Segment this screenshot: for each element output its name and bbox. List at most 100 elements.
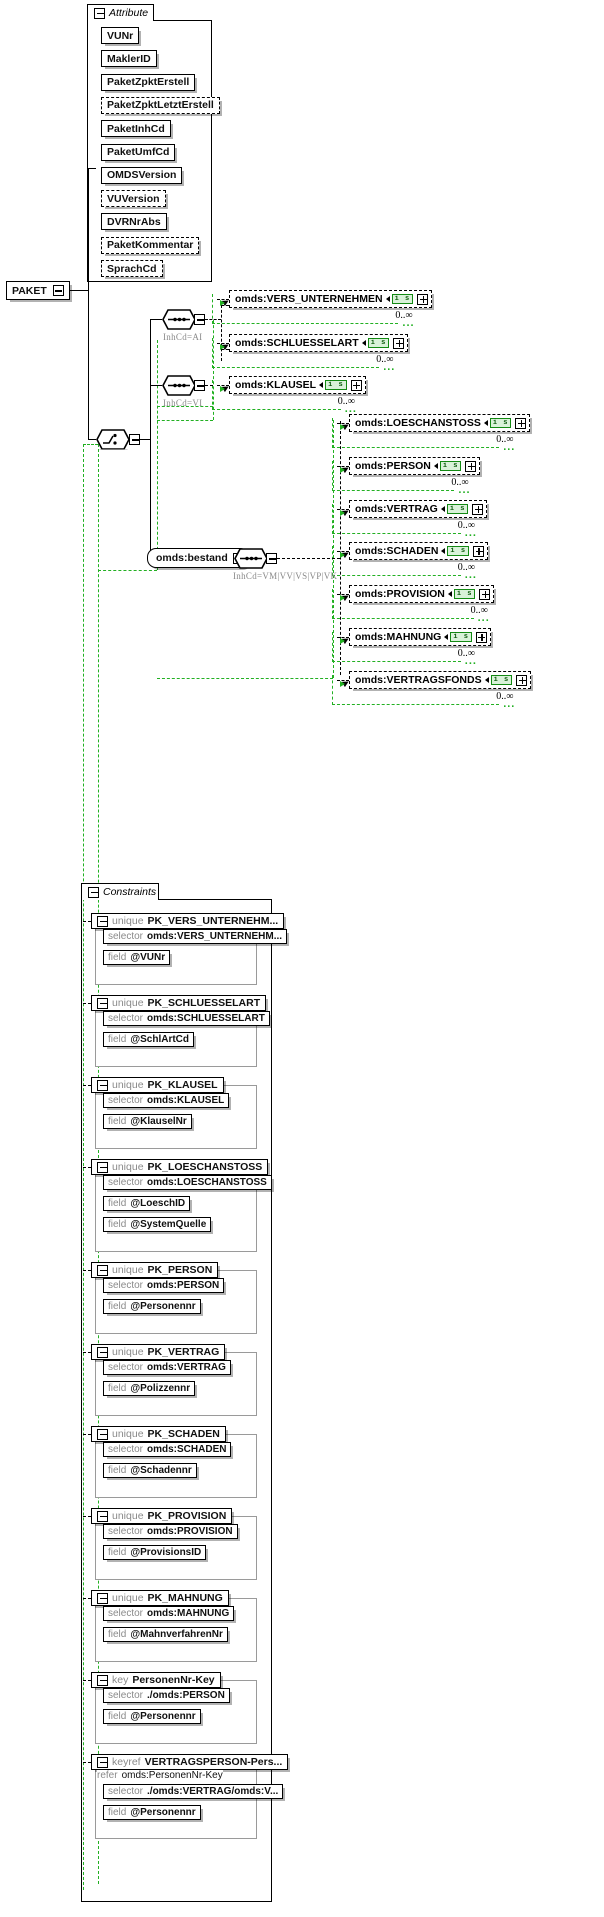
occurrence-label: 0..∞ (337, 396, 355, 407)
constraint-field-row[interactable]: field@Schadennr (103, 1463, 197, 1478)
collapse-icon[interactable] (97, 1756, 108, 1768)
expand-icon[interactable] (417, 293, 429, 305)
constraint-field-row[interactable]: field@Polizzennr (103, 1381, 196, 1396)
expand-icon[interactable] (465, 460, 477, 472)
constraint-field-row[interactable]: field@ProvisionsID (103, 1545, 207, 1560)
trace-line (213, 320, 214, 420)
row-value: @Personennr (130, 1711, 196, 1722)
collapse-icon[interactable] (88, 886, 99, 898)
expand-icon[interactable] (393, 337, 405, 349)
collapse-icon[interactable] (97, 1674, 108, 1686)
collapse-icon[interactable] (52, 285, 64, 296)
choice-collapse-icon[interactable] (129, 434, 140, 445)
expand-icon[interactable] (516, 674, 528, 686)
constraint-field-row[interactable]: field@SchlArtCd (103, 1032, 195, 1047)
constraint-field-row[interactable]: field@MahnverfahrenNr (103, 1627, 228, 1642)
sequence-vi-collapse-icon[interactable] (194, 380, 205, 391)
collapse-icon[interactable] (97, 1264, 108, 1276)
collapse-icon[interactable] (97, 1510, 108, 1522)
attribute-paketinhcd[interactable]: PaketInhCd (101, 120, 171, 138)
constraint-field-row[interactable]: field@Personennr (103, 1299, 201, 1314)
expand-icon[interactable] (472, 503, 484, 515)
constraint-name: PK_PROVISION (147, 1510, 227, 1522)
constraint-field-row[interactable]: field@Personennr (103, 1805, 201, 1820)
attribute-vunr[interactable]: VUNr (101, 27, 140, 44)
constraint-selector-row[interactable]: selector./omds:PERSON (103, 1688, 230, 1703)
constraint-field-row[interactable]: field@SystemQuelle (103, 1217, 212, 1232)
collapse-icon[interactable] (97, 1079, 108, 1091)
trace-line (212, 323, 399, 324)
expand-icon[interactable] (350, 379, 362, 391)
sequence-compositor-bestand[interactable] (234, 548, 268, 569)
attribute-omdsversion[interactable]: OMDSVersion (101, 166, 183, 184)
choice-compositor[interactable] (96, 429, 130, 450)
collapse-icon[interactable] (97, 1161, 108, 1173)
attribute-paketzpktletzterstell[interactable]: PaketZpktLetztErstell (101, 96, 220, 114)
attribute-paketumfcd[interactable]: PaketUmfCd (101, 143, 176, 161)
expand-icon[interactable] (515, 417, 527, 429)
expand-icon[interactable] (479, 588, 491, 600)
collapse-icon[interactable] (94, 7, 105, 19)
green-reference-marker (340, 552, 345, 558)
collapse-icon[interactable] (97, 1346, 108, 1358)
collapse-icon[interactable] (97, 1428, 108, 1440)
constraints-group-tab[interactable]: Constraints (81, 883, 159, 900)
sequence-ai-collapse-icon[interactable] (194, 314, 205, 325)
attribute-label: PaketUmfCd (107, 146, 170, 158)
constraint-field-row[interactable]: field@Personennr (103, 1709, 201, 1724)
attribute-sprachcd[interactable]: SprachCd (101, 260, 163, 277)
trace-dots: ... (344, 403, 357, 415)
group-omds-bestand[interactable]: omds:bestand (147, 548, 249, 568)
root-element-paket[interactable]: PAKET (6, 281, 70, 300)
constraint-field-row[interactable]: field@LoeschID (103, 1196, 191, 1211)
attribute-paketzpkterstell[interactable]: PaketZpktErstell (101, 73, 196, 91)
element-label: omds:PERSON (355, 460, 431, 472)
expand-icon[interactable] (475, 631, 487, 643)
sequence-compositor-vi[interactable] (162, 375, 196, 396)
attribute-maklerid[interactable]: MaklerID (101, 50, 157, 68)
constraint-selector-row[interactable]: selector./omds:VERTRAG/omds:V... (103, 1784, 284, 1799)
collapse-icon[interactable] (97, 997, 108, 1009)
sequence-bestand-collapse-icon[interactable] (266, 553, 277, 564)
sequence-compositor-ai[interactable] (162, 309, 196, 330)
constraint-field-row[interactable]: field@VUNr (103, 950, 171, 965)
attribute-vuversion[interactable]: VUVersion (101, 190, 166, 208)
expand-icon[interactable] (473, 545, 485, 557)
attribute-group-tab[interactable]: Attribute (87, 4, 154, 21)
attribute-dvrnrabs[interactable]: DVRNrAbs (101, 213, 167, 231)
attribute-paketkommentar[interactable]: PaketKommentar (101, 236, 200, 254)
constraint-field-row[interactable]: field@KlauselNr (103, 1114, 192, 1129)
collapse-icon[interactable] (97, 1592, 108, 1604)
collapse-icon[interactable] (97, 915, 108, 927)
